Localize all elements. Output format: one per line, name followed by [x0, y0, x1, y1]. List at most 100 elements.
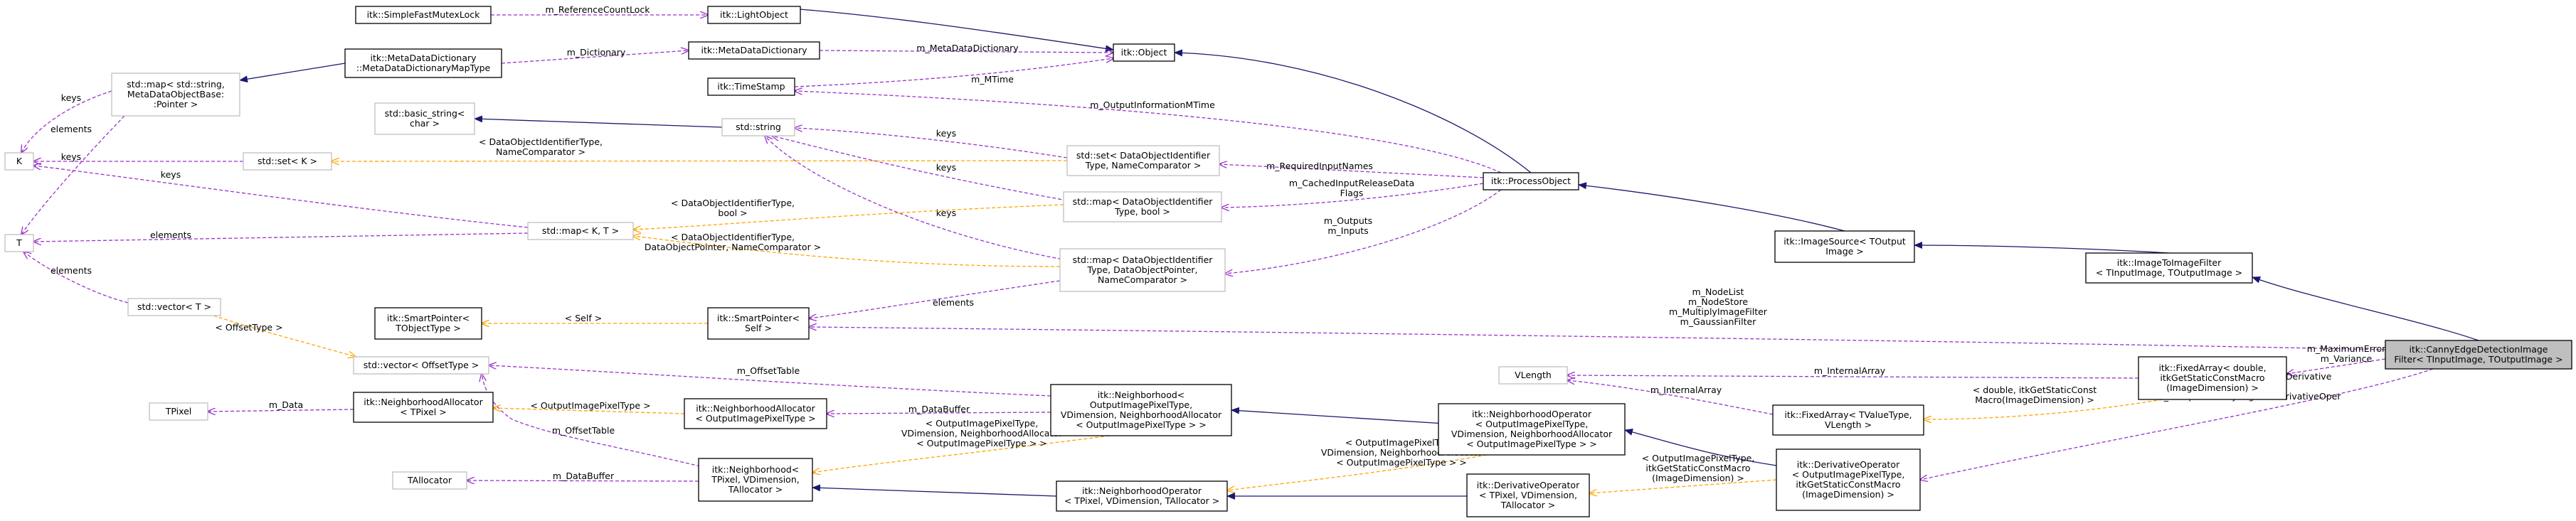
class-node-metadictmaptype[interactable]: itk::MetaDataDictionary::MetaDataDiction…: [344, 48, 502, 78]
relation-edge-e-t-vectort: elements: [23, 252, 129, 304]
relation-edge-e-tallocator-nbtpixel: m_DataBuffer: [467, 471, 699, 481]
relation-edge-e-k-mapkt: keys: [33, 166, 529, 228]
class-node-lightobject[interactable]: itk::LightObject: [707, 6, 801, 24]
class-node-stdmap-string[interactable]: std::map< std::string,MetaDataObjectBase…: [111, 72, 240, 117]
edge-label-line: m_InternalArray: [1814, 365, 1886, 376]
class-node-label: MetaDataObjectBase:: [127, 89, 224, 100]
class-node-label: std::basic_string<: [385, 108, 465, 119]
class-node-nballocator-tpixel[interactable]: itk::NeighborhoodAllocator< TPixel >: [353, 392, 494, 423]
class-node-map-doi-ptr[interactable]: std::map< DataObjectIdentifierType, Data…: [1059, 248, 1226, 292]
edge-label: m_NodeListm_NodeStorem_MultiplyImageFilt…: [1669, 286, 1768, 327]
relation-edge-e-tpixel-nballoc: m_Data: [208, 399, 354, 412]
relation-edge-e-str-setdoi: keys: [795, 128, 1068, 159]
class-node-label: Self >: [745, 323, 772, 333]
class-node-label: itk::ImageSource< TOutput: [1783, 236, 1906, 247]
relation-edge-e-mdmap-mdd: m_Dictionary: [501, 47, 689, 64]
class-node-set-k[interactable]: std::set< K >: [243, 152, 332, 171]
class-node-processobject[interactable]: itk::ProcessObject: [1483, 172, 1579, 190]
edge-label-line: (ImageDimension) >: [1652, 473, 1744, 483]
class-node-label: itk::FixedArray< double,: [2158, 362, 2266, 373]
inheritance-edge: [1231, 407, 1468, 426]
edge-label-line: NameComparator >: [496, 146, 585, 157]
edge-label-line: m_Inputs: [1327, 225, 1368, 236]
edge-label: m_InternalArray: [1814, 365, 1886, 376]
class-node-label: itk::ProcessObject: [1491, 176, 1571, 186]
class-node-label: itk::Neighborhood<: [712, 464, 800, 475]
edge-label-line: m_DataBuffer: [553, 471, 615, 481]
class-node-tallocator[interactable]: TAllocator: [392, 471, 467, 490]
class-node-nballocator-out[interactable]: itk::NeighborhoodAllocator< OutputImageP…: [684, 398, 827, 429]
edge-label-line: m_MultiplyImageFilter: [1669, 306, 1768, 317]
relation-edge-e-setdoi-po: m_RequiredInputNames: [1219, 161, 1484, 178]
class-node-label: std::map< K, T >: [542, 225, 619, 236]
relation-edge-e-spself-canny: m_NodeListm_NodeStorem_MultiplyImageFilt…: [809, 286, 2386, 350]
class-node-metadatadictionary[interactable]: itk::MetaDataDictionary: [688, 41, 820, 60]
edge-label-line: m_InternalArray: [1650, 385, 1722, 395]
class-node-map-doi-bool[interactable]: std::map< DataObjectIdentifierType, bool…: [1063, 191, 1222, 222]
edge-label: m_DataBuffer: [553, 471, 615, 481]
class-node-nbop-out[interactable]: itk::NeighborhoodOperator< OutputImagePi…: [1438, 403, 1626, 456]
class-node-fixedarray-double[interactable]: itk::FixedArray< double,itkGetStaticCons…: [2138, 356, 2287, 400]
class-node-timestamp[interactable]: itk::TimeStamp: [707, 77, 795, 96]
class-node-label: < TPixel, VDimension, TAllocator >: [1064, 495, 1219, 506]
class-node-nbop-tpixel[interactable]: itk::NeighborhoodOperator< TPixel, VDime…: [1056, 480, 1228, 512]
class-node-vlength[interactable]: VLength: [1498, 366, 1568, 385]
class-node-label: itk::ImageToImageFilter: [2117, 257, 2222, 268]
edge-label-line: m_MTime: [971, 74, 1014, 85]
class-node-label: itk::CannyEdgeDetectionImage: [2410, 344, 2548, 355]
class-node-label: < OutputImagePixelType >: [695, 413, 815, 424]
class-node-label: TAllocator >: [728, 484, 783, 495]
class-node-label: itk::TimeStamp: [717, 81, 785, 92]
class-node-vector-offset[interactable]: std::vector< OffsetType >: [353, 356, 489, 375]
edge-label: elements: [51, 265, 92, 276]
class-node-object[interactable]: itk::Object: [1113, 43, 1175, 62]
edge-label: < DataObjectIdentifierType,DataObjectPoi…: [645, 232, 821, 252]
edge-label-line: < DataObjectIdentifierType,: [479, 136, 603, 147]
class-node-string[interactable]: std::string: [721, 118, 795, 136]
relation-edge-e-nballoc-nballocout: < OutputImagePixelType >: [493, 400, 685, 414]
class-node-k[interactable]: K: [4, 152, 34, 171]
class-node-fixedarray-tvalue[interactable]: itk::FixedArray< TValueType,VLength >: [1772, 404, 1924, 436]
inheritance-edge: [1578, 182, 1845, 232]
class-node-map-k-t[interactable]: std::map< K, T >: [527, 222, 634, 240]
class-node-derivop-out[interactable]: itk::DerivativeOperator< OutputImagePixe…: [1776, 449, 1921, 511]
class-node-smartptr-self[interactable]: itk::SmartPointer<Self >: [707, 307, 810, 340]
edge-label-line: m_ReferenceCountLock: [546, 4, 651, 15]
edge-label: < OffsetType >: [215, 322, 282, 333]
class-node-imagetoimagefilter[interactable]: itk::ImageToImageFilter< TInputImage, TO…: [2085, 252, 2253, 284]
relation-edge-e-mdd-object: m_MetaDataDictionary: [819, 43, 1113, 53]
class-node-label: itk::NeighborhoodOperator: [1472, 409, 1592, 419]
class-node-neighborhood-tpixel[interactable]: itk::Neighborhood<TPixel, VDimension,TAl…: [698, 458, 813, 502]
relation-edge-e-k-setk: keys: [33, 151, 243, 162]
class-node-label: VLength >: [1825, 419, 1872, 430]
class-node-derivop-tpixel[interactable]: itk::DerivativeOperator< TPixel, VDimens…: [1466, 473, 1590, 517]
edge-label-line: VDimension, NeighborhoodAllocator: [901, 428, 1063, 439]
class-node-label: char >: [410, 118, 440, 129]
edge-label: < OutputImagePixelType,itkGetStaticConst…: [1642, 453, 1755, 483]
class-node-label: T: [16, 237, 22, 248]
class-node-set-doi[interactable]: std::set< DataObjectIdentifierType, Name…: [1066, 145, 1220, 176]
class-node-simplefastmutexlock[interactable]: itk::SimpleFastMutexLock: [355, 6, 492, 24]
class-node-smartptr-t[interactable]: itk::SmartPointer<TObjectType >: [374, 307, 482, 340]
edge-label-line: < OutputImagePixelType,: [1642, 453, 1755, 463]
class-node-vector-t[interactable]: std::vector< T >: [127, 298, 221, 316]
class-node-imagesource[interactable]: itk::ImageSource< TOutputImage >: [1774, 230, 1915, 263]
class-node-t[interactable]: T: [4, 234, 34, 252]
class-node-label: itk::DerivativeOperator: [1797, 459, 1900, 470]
class-node-basic-string[interactable]: std::basic_string<char >: [374, 102, 475, 135]
edge-label-line: < OutputImagePixelType >: [530, 400, 650, 411]
class-node-tpixel[interactable]: TPixel: [149, 402, 208, 421]
class-node-neighborhood-out[interactable]: itk::Neighborhood<OutputImagePixelType,V…: [1050, 384, 1232, 436]
inheritance-edge: [1914, 242, 2170, 254]
edge-label-line: < OutputImagePixelType > >: [916, 438, 1047, 449]
inheritance-edge: [812, 484, 1057, 497]
class-node-label: TObjectType >: [395, 323, 461, 333]
edge-label: < OutputImagePixelType >: [530, 400, 650, 411]
edge-label-line: m_OutputInformationMTime: [1090, 100, 1215, 110]
relation-edge-e-spt-spself: < Self >: [482, 313, 708, 323]
class-node-label: std::set< DataObjectIdentifier: [1076, 150, 1211, 161]
edge-label: < OutputImagePixelType,VDimension, Neigh…: [901, 418, 1063, 449]
